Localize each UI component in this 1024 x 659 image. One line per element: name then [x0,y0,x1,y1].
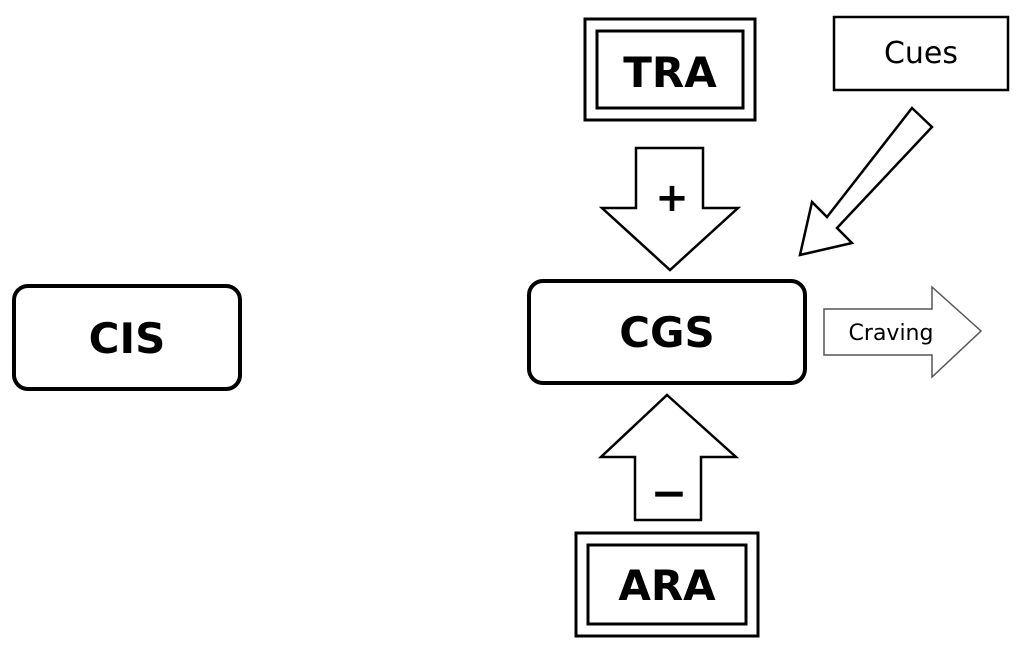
tra-label: TRA [623,48,717,97]
tra-to-cgs-arrow: + [598,146,742,272]
ara-node: ARA [574,531,760,638]
ara-label: ARA [618,561,716,610]
cgs-node: CGS [527,279,807,385]
cis-node: CIS [12,284,242,391]
cues-node: Cues [832,15,1010,92]
ara-to-cgs-arrow: − [597,393,740,522]
minus-sign: − [651,468,688,519]
cues-to-cgs-arrow [798,106,934,257]
cis-label: CIS [89,314,166,363]
plus-sign: + [655,175,689,221]
tra-node: TRA [583,17,757,122]
craving-label: Craving [849,321,934,346]
cgs-label: CGS [619,308,715,357]
cues-label: Cues [884,36,958,71]
craving-arrow: Craving [823,285,983,379]
